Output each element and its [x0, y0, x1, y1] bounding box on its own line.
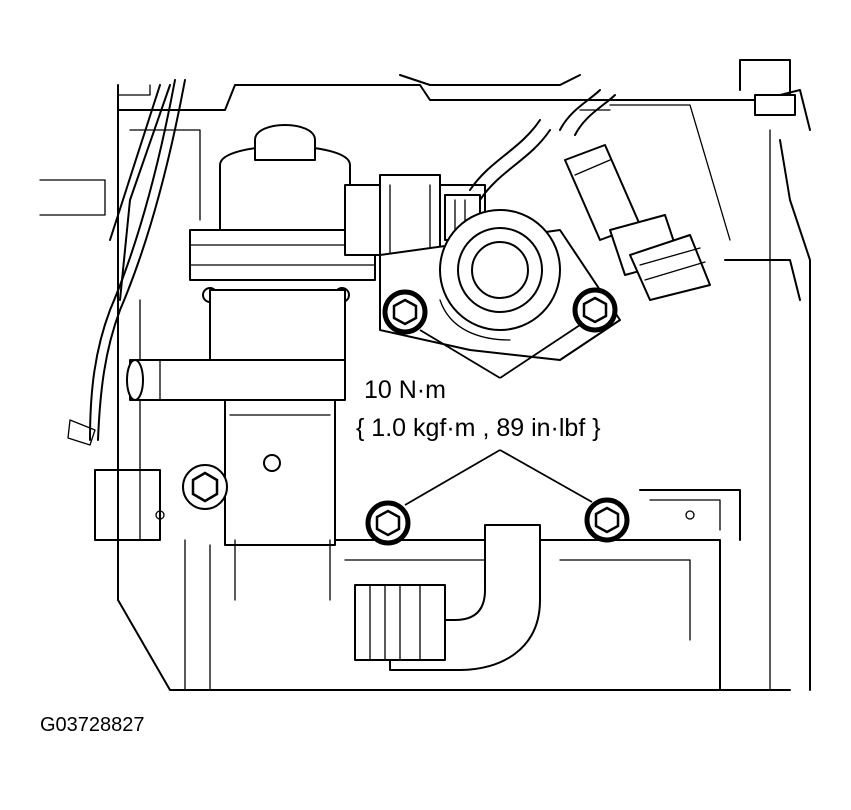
wire-harness-left [89, 79, 186, 441]
housing-flange [379, 209, 621, 361]
torque-label-background [348, 372, 660, 456]
air-control-valve [126, 124, 376, 601]
torque-leader-lines [404, 324, 593, 506]
bolt-lower-right [584, 497, 630, 543]
engine-background [39, 59, 811, 691]
bolt-lower-left [365, 500, 411, 546]
torque-value: 10 N·m [364, 376, 446, 404]
figure-code: G03728827 [40, 714, 145, 736]
bolt-upper-right [572, 287, 618, 333]
coolant-pipe [354, 524, 541, 671]
torque-conversion: { 1.0 kgf·m , 89 in·lbf } [356, 414, 601, 442]
mounting-bolt-left [182, 464, 228, 510]
bolt-upper-left [382, 289, 428, 335]
temperature-sensor [559, 89, 711, 301]
